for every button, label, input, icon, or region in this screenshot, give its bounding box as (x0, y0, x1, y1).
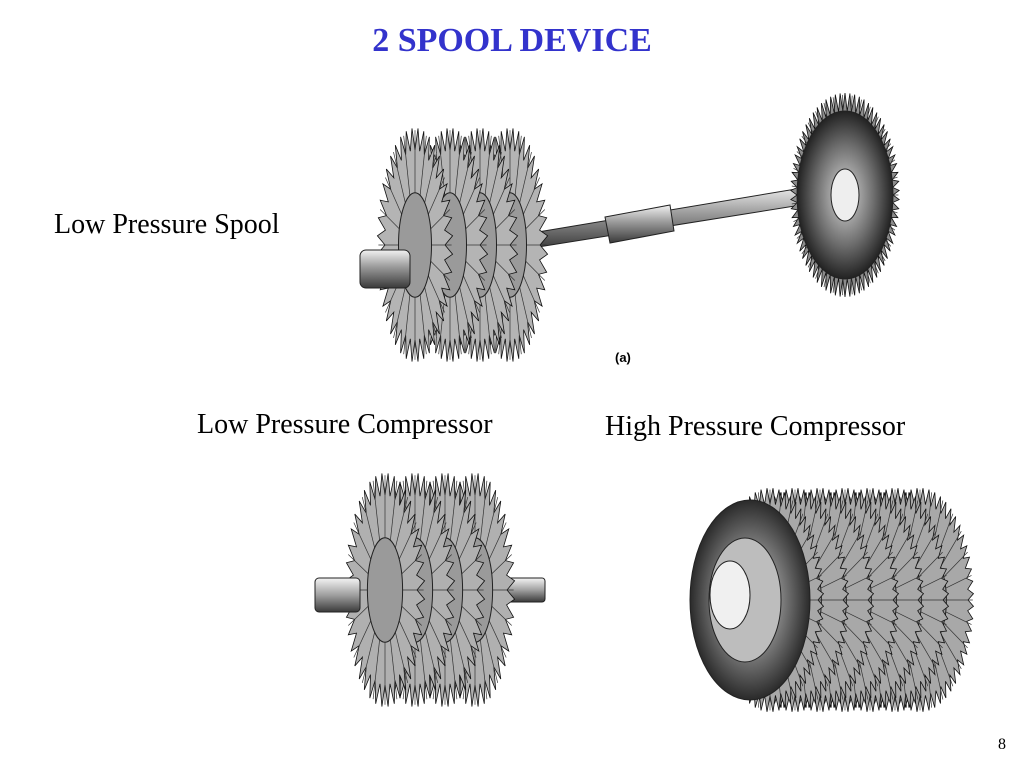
low-pressure-compressor-label: Low Pressure Compressor (197, 409, 493, 440)
lp-compressor-stages (376, 128, 549, 362)
low-pressure-spool-label: Low Pressure Spool (54, 209, 280, 240)
high-pressure-compressor-illustration (689, 488, 975, 712)
high-pressure-compressor-label: High Pressure Compressor (605, 411, 906, 442)
figure-caption: (a) (615, 350, 631, 365)
low-pressure-spool-illustration (359, 92, 900, 362)
page-number: 8 (998, 736, 1006, 753)
slide-title: 2 SPOOL DEVICE (372, 22, 652, 59)
low-pressure-compressor-illustration (314, 473, 546, 707)
lp-turbine-disc (790, 92, 900, 298)
